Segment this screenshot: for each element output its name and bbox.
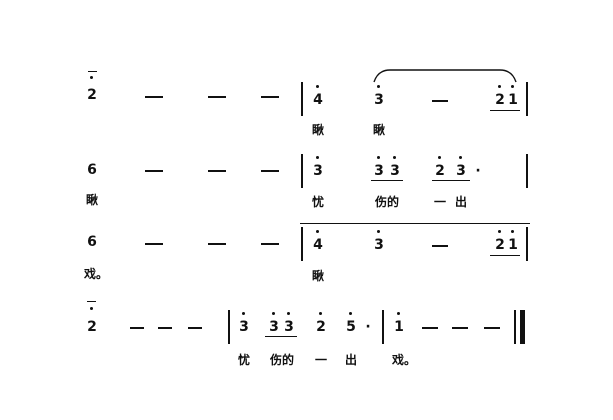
lyric-char: 戏。 xyxy=(83,267,109,281)
octave-dot-above xyxy=(377,230,380,233)
dash xyxy=(432,245,448,247)
note: 2 xyxy=(87,87,97,103)
note: 1 xyxy=(508,92,518,108)
lyric-char: 忧 xyxy=(311,195,325,209)
lyric-char: 出 xyxy=(344,353,358,367)
octave-dot-above xyxy=(377,156,380,159)
bar-line xyxy=(526,154,528,188)
octave-dot-above xyxy=(393,156,396,159)
octave-dot-above xyxy=(498,85,501,88)
note: 5 xyxy=(346,319,356,335)
note: 1 xyxy=(394,319,404,335)
note: 3 xyxy=(374,92,384,108)
bracket-mark xyxy=(87,301,96,302)
note: 6 xyxy=(87,234,97,250)
lyric-char: 瞅 xyxy=(311,269,325,283)
note: 3 xyxy=(284,319,294,335)
note: 3 xyxy=(374,237,384,253)
dash xyxy=(261,170,279,172)
lyric-char: 一 xyxy=(314,353,328,367)
note: 4 xyxy=(313,92,323,108)
dash xyxy=(208,243,226,245)
dash xyxy=(432,100,448,102)
note: 2 xyxy=(435,163,445,179)
dash xyxy=(158,327,172,329)
bar-line xyxy=(382,310,384,344)
dash xyxy=(145,243,163,245)
dash xyxy=(145,96,163,98)
note: 2 xyxy=(87,319,97,335)
octave-dot-above xyxy=(316,156,319,159)
note: 3 xyxy=(374,163,384,179)
note: 2 xyxy=(495,92,505,108)
octave-dot-above xyxy=(511,230,514,233)
dotted-rhythm: · xyxy=(365,319,371,335)
dotted-rhythm: · xyxy=(475,163,481,179)
dash xyxy=(422,327,438,329)
bar-line xyxy=(301,154,303,188)
octave-dot-above xyxy=(316,85,319,88)
octave-dot-above xyxy=(377,85,380,88)
bar-line xyxy=(301,227,303,261)
octave-dot-above xyxy=(498,230,501,233)
note: 3 xyxy=(390,163,400,179)
dash xyxy=(188,327,202,329)
lyric-char: 伤的 xyxy=(374,195,400,209)
octave-dot-above xyxy=(511,85,514,88)
note: 3 xyxy=(456,163,466,179)
octave-dot-above xyxy=(459,156,462,159)
octave-dot-above xyxy=(397,312,400,315)
bar-line xyxy=(526,82,528,116)
underline-beam xyxy=(371,180,403,181)
dash xyxy=(484,327,500,329)
octave-dot-above xyxy=(319,312,322,315)
octave-dot-above xyxy=(242,312,245,315)
lyric-char: 瞅 xyxy=(311,123,325,137)
underline-beam xyxy=(432,180,470,181)
dash xyxy=(208,96,226,98)
bar-line xyxy=(228,310,230,344)
lyric-char: 瞅 xyxy=(372,123,386,137)
dash xyxy=(145,170,163,172)
final-bar-thick xyxy=(520,310,525,344)
dash xyxy=(208,170,226,172)
underline-beam xyxy=(490,110,520,111)
lyric-char: 瞅 xyxy=(85,193,99,207)
note: 2 xyxy=(316,319,326,335)
lyric-char: 一 xyxy=(433,195,447,209)
note: 3 xyxy=(269,319,279,335)
bar-line xyxy=(526,227,528,261)
lyric-char: 出 xyxy=(454,195,468,209)
note: 2 xyxy=(495,237,505,253)
octave-dot-above xyxy=(438,156,441,159)
note: 3 xyxy=(239,319,249,335)
final-bar-thin xyxy=(514,310,516,344)
underline-beam xyxy=(490,255,520,256)
octave-dot-above xyxy=(316,230,319,233)
dash xyxy=(452,327,468,329)
octave-dot-above xyxy=(90,76,93,79)
note: 4 xyxy=(313,237,323,253)
slur xyxy=(373,69,517,83)
lyric-char: 戏。 xyxy=(391,353,417,367)
note: 6 xyxy=(87,162,97,178)
dash xyxy=(261,96,279,98)
bar-line xyxy=(301,82,303,116)
dash xyxy=(130,327,144,329)
octave-dot-above xyxy=(287,312,290,315)
lyric-char: 伤的 xyxy=(269,353,295,367)
dash xyxy=(261,243,279,245)
underline-beam xyxy=(265,336,297,337)
lyric-char: 忧 xyxy=(237,353,251,367)
octave-dot-above xyxy=(272,312,275,315)
bracket-mark xyxy=(88,71,97,72)
staff-separator xyxy=(300,223,530,224)
note: 1 xyxy=(508,237,518,253)
note: 3 xyxy=(313,163,323,179)
octave-dot-above xyxy=(349,312,352,315)
octave-dot-above xyxy=(90,307,93,310)
